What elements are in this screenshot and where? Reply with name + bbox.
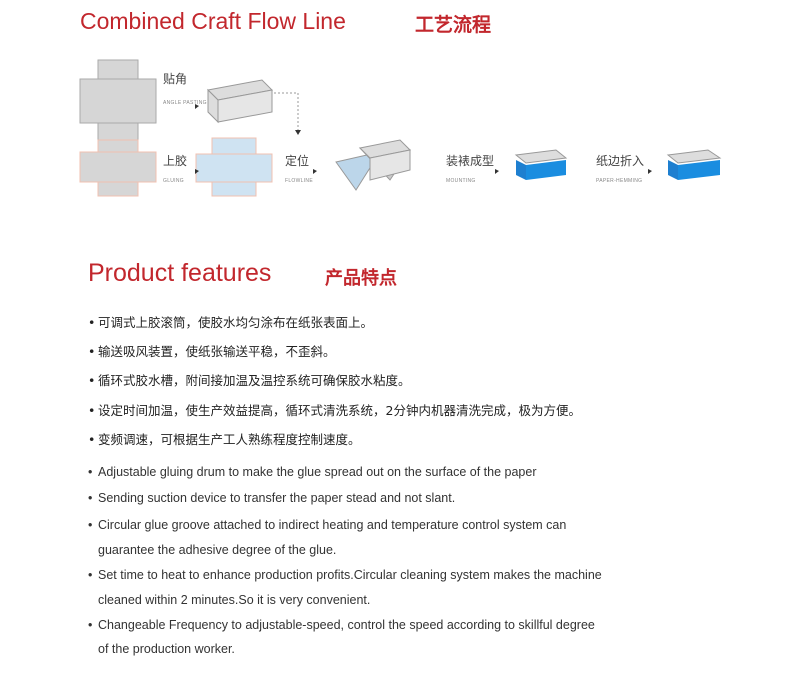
hemmed-box-icon [666, 149, 722, 180]
craft-flow-diagram [79, 59, 722, 197]
feature-en-item-cont: of the production worker. [98, 642, 235, 656]
step-label-cn: 上胶 [163, 154, 188, 168]
gluing-blank-icon [79, 139, 157, 197]
features-title-cn: 产品特点 [325, 268, 397, 289]
flat-blank-icon [79, 59, 157, 143]
pasted-box-icon [206, 79, 274, 124]
step-label-cn: 定位 [285, 154, 310, 168]
feature-en-item: •Changeable Frequency to adjustable-spee… [88, 618, 595, 632]
feature-cn-item: •输送吸风装置，使纸张输送平稳，不歪斜。 [88, 344, 336, 359]
mounted-box-icon [514, 149, 568, 180]
feature-en-item: •Set time to heat to enhance production … [88, 568, 602, 582]
step-label-cn: 纸边折入 [596, 154, 645, 168]
features-title: Product features [88, 259, 272, 287]
feature-en-item: •Circular glue groove attached to indire… [88, 518, 567, 532]
feature-cn-item: •设定时间加温，使生产效益提高，循环式清洗系统，2分钟内机器清洗完成，极为方便。 [88, 403, 581, 418]
glued-blank-icon [195, 137, 273, 197]
step-label-cn: 贴角 [163, 72, 188, 86]
step-label-en: GLUING [163, 178, 184, 184]
feature-en-item: •Adjustable gluing drum to make the glue… [88, 465, 537, 479]
step-label-en: MOUNTING [446, 178, 476, 184]
step-label-en: PAPER-HEMMING [596, 178, 643, 184]
step-label-en: ANGLE PASTING [163, 100, 207, 106]
step-arrows [195, 104, 652, 174]
feature-en-item: •Sending suction device to transfer the … [88, 491, 456, 505]
feature-en-item-cont: cleaned within 2 minutes.So it is very c… [98, 593, 371, 607]
positioned-box-icon [335, 139, 412, 191]
feature-cn-item: •变频调速，可根据生产工人熟练程度控制速度。 [88, 432, 361, 447]
flow-arrow [274, 92, 299, 130]
step-label-en: FLOWLINE [285, 178, 313, 184]
feature-cn-item: •可调式上胶滚筒，使胶水均匀涂布在纸张表面上。 [88, 315, 374, 330]
page-title: Combined Craft Flow Line [80, 8, 346, 34]
step-label-cn: 装裱成型 [446, 154, 495, 168]
feature-cn-item: •循环式胶水槽，附间接加温及温控系统可确保胶水粘度。 [88, 373, 411, 388]
page-title-cn: 工艺流程 [415, 14, 492, 36]
feature-en-item-cont: guarantee the adhesive degree of the glu… [98, 543, 337, 557]
